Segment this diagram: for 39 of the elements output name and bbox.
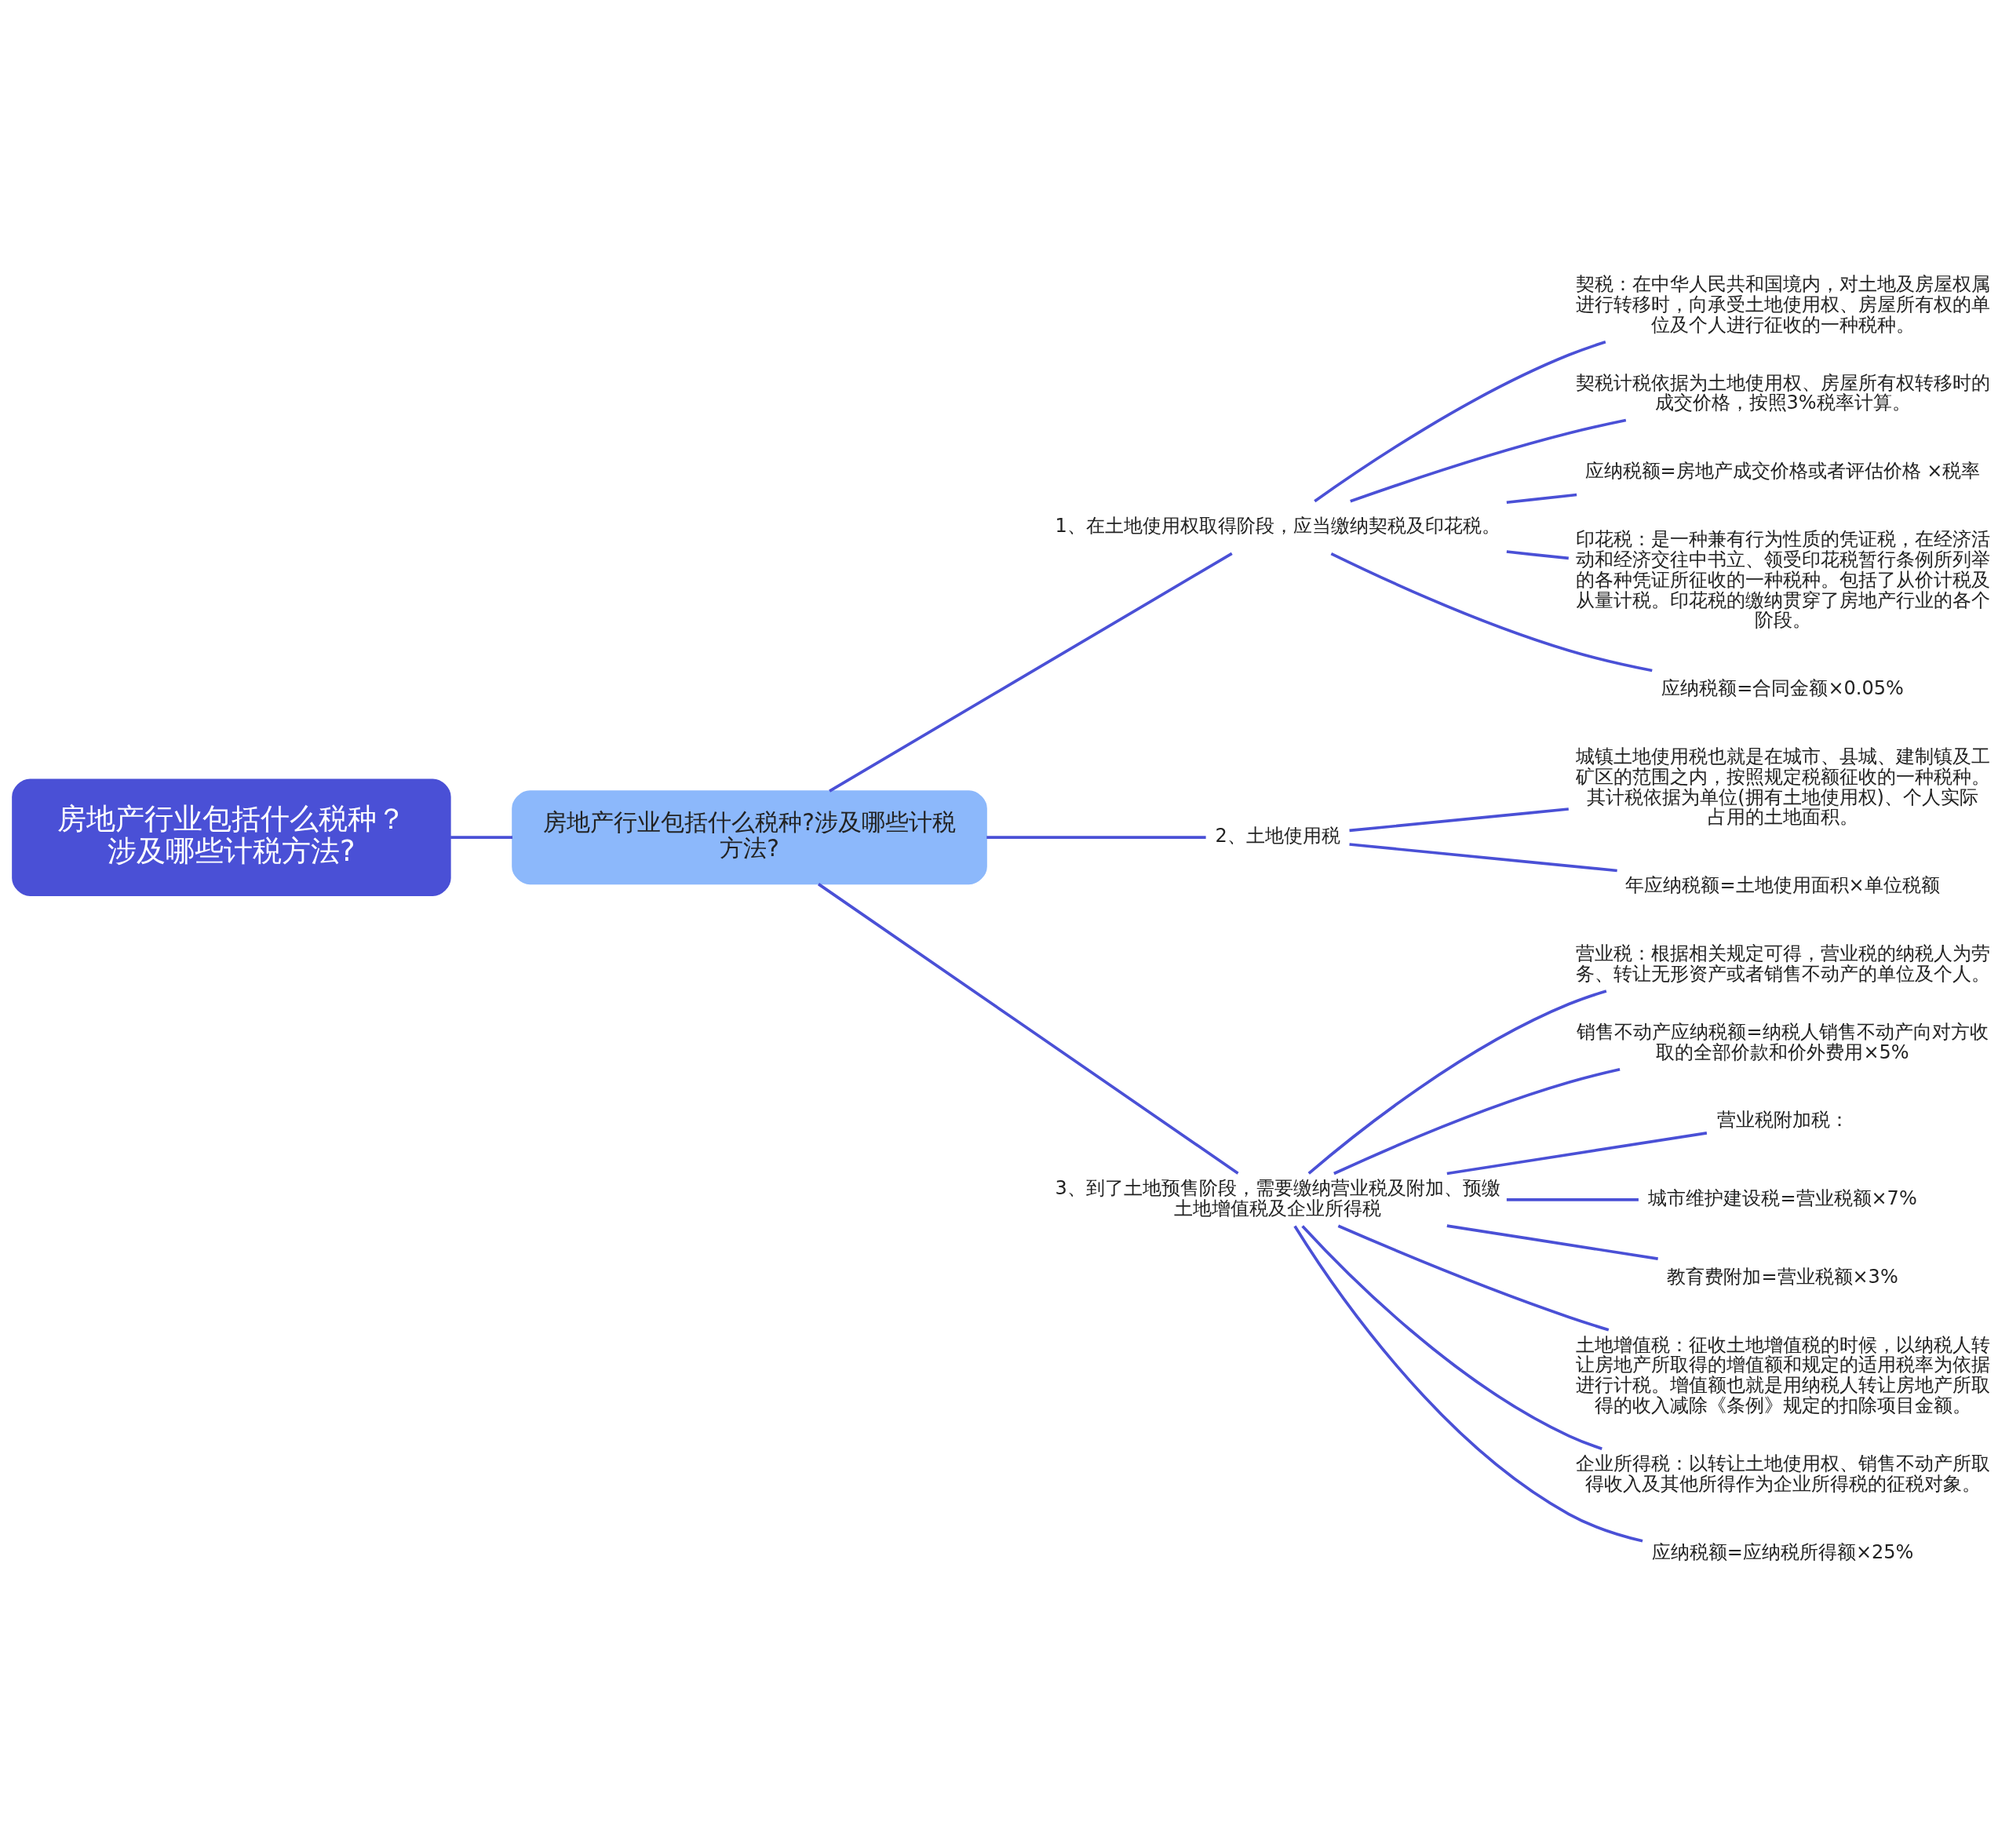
connector <box>1506 549 1570 560</box>
connector <box>986 835 1206 839</box>
node-text: 营业税：根据相关规定可得，营业税的纳税人为劳务、转让无形资产或者销售不动产的单位及个人。 <box>1575 942 1990 985</box>
connector <box>817 882 1239 1175</box>
connector <box>1337 1224 1610 1332</box>
node-text: 年应纳税额=土地使用面积×单位税额 <box>1625 873 1940 896</box>
node-box: 房地产行业包括什么税种？涉及哪些计税方法? <box>12 778 451 896</box>
connector <box>1333 1067 1621 1175</box>
node-text: 城市维护建设税=营业税额×7% <box>1648 1186 1917 1209</box>
node-text: 契税计税依据为土地使用权、房屋所有权转移时的成交价格，按照3%税率计算。 <box>1575 371 1990 414</box>
connector <box>1506 1197 1639 1201</box>
connector <box>1314 340 1606 502</box>
connector <box>450 835 512 839</box>
node-box: 房地产行业包括什么税种?涉及哪些计税方法? <box>512 789 987 884</box>
connector <box>1506 493 1577 504</box>
node-text: 应纳税额=应纳税所得额×25% <box>1651 1540 1914 1563</box>
node-text: 土地增值税：征收土地增值税的时候，以纳税人转让房地产所取得的增值额和规定的适用税率为依据进行计税。增值额也就是用纳税人转让房地产所取得的收入减除《条例》规定的扣除项目金额。 <box>1575 1333 1990 1416</box>
node-text: 1、在土地使用权取得阶段，应当缴纳契税及印花税。 <box>1055 514 1500 537</box>
node-text: 应纳税额=合同金额×0.05% <box>1661 676 1904 699</box>
connector <box>1446 1223 1658 1260</box>
node-text: 城镇土地使用税也就是在城市、县城、建制镇及工矿区的范围之内，按照规定税额征收的一种税种。其计税依据为单位(拥有土地使用权)、个人实际占用的土地面积。 <box>1575 745 1990 828</box>
connector <box>1307 989 1607 1175</box>
node-text: 销售不动产应纳税额=纳税人销售不动产向对方收取的全部价款和价外费用×5% <box>1577 1020 1989 1063</box>
node-text: 应纳税额=房地产成交价格或者评估价格 ×税率 <box>1584 459 1981 482</box>
connector <box>1446 1131 1708 1175</box>
connector <box>1293 1225 1643 1543</box>
connector <box>1301 1224 1602 1450</box>
node-text: 企业所得税：以转让土地使用权、销售不动产所取得收入及其他所得作为企业所得税的征税对象。 <box>1575 1452 1990 1495</box>
connector <box>1349 807 1569 832</box>
connector <box>829 552 1233 793</box>
node-text: 印花税：是一种兼有行为性质的凭证税，在经济活动和经济交往中书立、领受印花税暂行条例所列举的各种凭证所征收的一种税种。包括了从价计税及从量计税。印花税的缴纳贯穿了房地产行业的各个阶段。 <box>1575 527 1990 631</box>
node-text: 3、到了土地预售阶段，需要缴纳营业税及附加、预缴土地增值税及企业所得税 <box>1055 1176 1500 1219</box>
node-text: 营业税附加税： <box>1716 1108 1849 1131</box>
connector <box>1330 552 1653 672</box>
node-text: 2、土地使用税 <box>1215 824 1340 847</box>
connector <box>1350 418 1627 503</box>
node-text: 教育费附加=营业税额×3% <box>1667 1265 1898 1288</box>
connector <box>1349 842 1617 872</box>
node-text: 契税：在中华人民共和国境内，对土地及房屋权属进行转移时，向承受土地使用权、房屋所有权的单位及个人进行征收的一种税种。 <box>1575 272 1990 336</box>
